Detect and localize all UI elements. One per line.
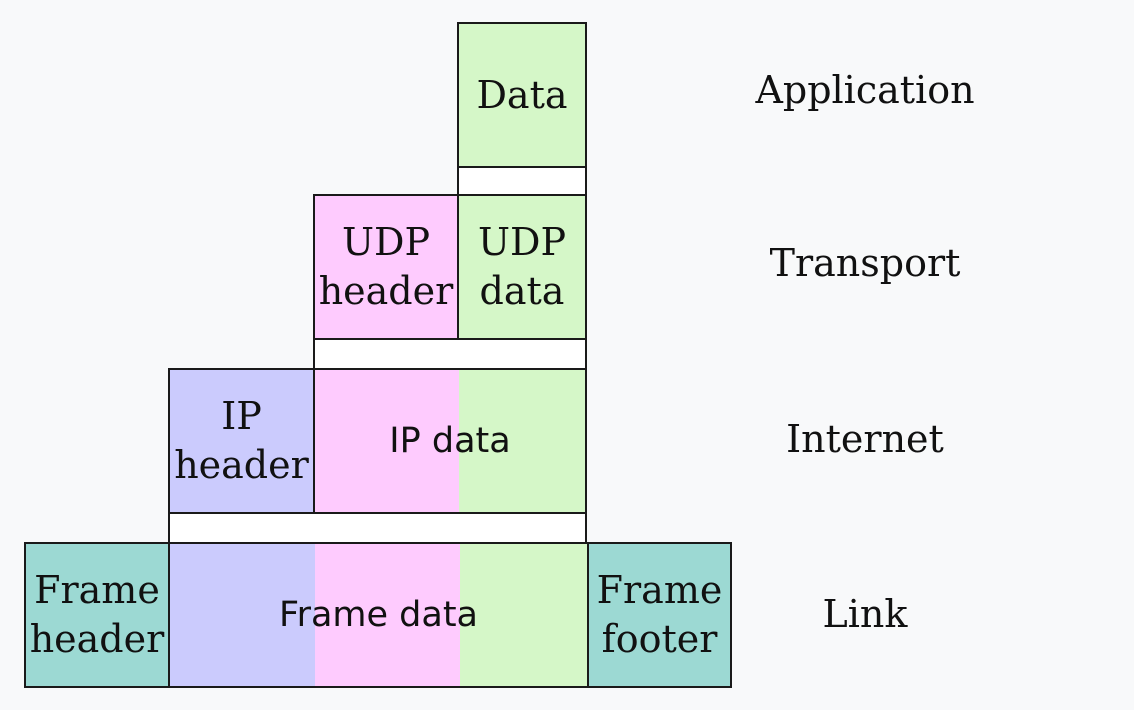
connector-internet-link bbox=[168, 512, 587, 544]
layer-label-transport: Transport bbox=[769, 241, 961, 285]
layer-label-internet: Internet bbox=[786, 417, 944, 461]
udp-header-label: UDP header bbox=[318, 220, 454, 313]
ip-data-udp-header-portion bbox=[315, 370, 459, 512]
layer-label-application: Application bbox=[755, 68, 975, 112]
frame-data-block: Frame data bbox=[168, 542, 589, 688]
connector-application-transport bbox=[457, 166, 587, 196]
frame-footer-label: Frame footer bbox=[596, 568, 723, 661]
application-data-block: Data bbox=[457, 22, 587, 168]
frame-data-ip-header-portion bbox=[170, 544, 315, 686]
frame-data-label: Frame data bbox=[278, 594, 478, 635]
frame-data-udp-header-portion bbox=[315, 544, 460, 686]
layer-label-link: Link bbox=[822, 592, 908, 636]
frame-header-label: Frame header bbox=[29, 568, 165, 661]
udp-header-block: UDP header bbox=[313, 194, 459, 340]
udp-data-block: UDP data bbox=[457, 194, 587, 340]
ip-data-label: IP data bbox=[389, 420, 511, 461]
frame-header-block: Frame header bbox=[24, 542, 170, 688]
ip-data-block: IP data bbox=[313, 368, 587, 514]
application-data-label: Data bbox=[476, 72, 568, 117]
ip-header-label: IP header bbox=[174, 394, 309, 487]
frame-footer-block: Frame footer bbox=[587, 542, 732, 688]
udp-data-label: UDP data bbox=[477, 220, 567, 313]
ip-header-block: IP header bbox=[168, 368, 315, 514]
connector-transport-internet bbox=[313, 338, 587, 370]
